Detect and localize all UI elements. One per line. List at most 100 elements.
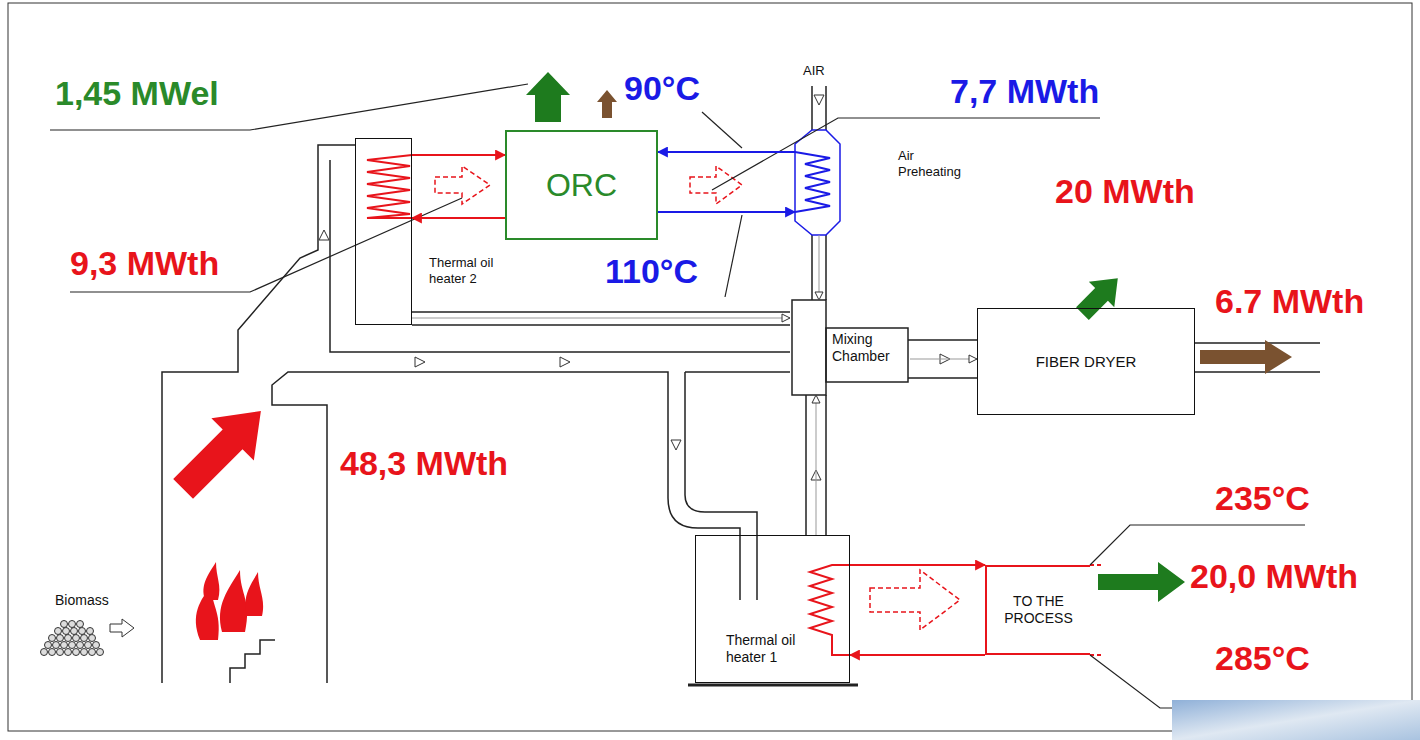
node-text: Mixing Chamber — [832, 331, 906, 365]
pellet — [49, 635, 56, 642]
temperature-value: 110°C — [605, 252, 698, 291]
pellet — [73, 635, 80, 642]
pipe-connector — [850, 654, 985, 656]
power-arrow — [526, 72, 570, 122]
pellet — [89, 635, 96, 642]
mixing-chamber: Mixing Chamber — [790, 300, 910, 395]
pellet — [45, 642, 52, 649]
pellet — [77, 621, 84, 628]
mixing-cylinder — [792, 300, 826, 395]
pipe-connector — [412, 217, 505, 219]
flame — [245, 572, 263, 616]
duct-wall — [412, 324, 790, 326]
pellet — [57, 649, 64, 656]
duct-wall — [812, 86, 826, 130]
duct-wall — [162, 145, 355, 683]
photo-fragment — [1172, 700, 1420, 740]
pellet — [93, 642, 100, 649]
heater-base — [688, 684, 858, 687]
duct-wall — [272, 372, 740, 683]
duct-wall — [812, 235, 826, 300]
pellet — [69, 621, 76, 628]
node-text: FIBER DRYER — [1036, 353, 1137, 371]
pellet — [69, 642, 76, 649]
heat-value: 20,0 MWth — [1190, 557, 1358, 596]
preheater-shell — [795, 130, 840, 235]
pellet — [85, 642, 92, 649]
duct-wall — [806, 395, 826, 535]
duct-wall — [412, 311, 790, 313]
heat-value: 9,3 MWth — [70, 244, 219, 283]
heat-input-arrow — [162, 390, 282, 510]
flue-gas-flow — [412, 318, 790, 319]
heat-arrow — [435, 166, 490, 204]
oil-coil — [367, 155, 412, 218]
pellet — [81, 635, 88, 642]
pellet — [41, 649, 48, 656]
pellet — [79, 628, 86, 635]
pipe-connector — [850, 564, 985, 566]
pipe-connector — [658, 151, 795, 153]
flue-gas-flow — [816, 395, 817, 535]
node-text: Thermal oil heater 1 — [726, 632, 804, 666]
pellet — [53, 642, 60, 649]
heat-value: 6.7 MWth — [1215, 282, 1364, 321]
water-coil — [795, 152, 830, 212]
heat-arrow — [690, 166, 742, 204]
flow-arrow — [814, 95, 824, 105]
air-preheater: Air Preheating — [795, 130, 840, 235]
exhaust-arrow — [597, 90, 617, 118]
pellet — [61, 642, 68, 649]
pellet — [89, 649, 96, 656]
heater-box: Thermal oil heater 1 — [695, 535, 850, 683]
duct-wall — [685, 371, 790, 373]
pellet — [87, 628, 94, 635]
oil-coil — [810, 565, 850, 655]
node-text: Thermal oil heater 2 — [429, 255, 509, 286]
flow-arrow — [560, 357, 570, 367]
leader-line — [725, 215, 742, 297]
flow-arrow — [415, 357, 425, 367]
inlet-name: AIR — [803, 64, 825, 79]
pellet — [97, 649, 104, 656]
pellet — [81, 649, 88, 656]
heat-output-arrow — [1098, 562, 1185, 602]
pipe-connector — [412, 154, 505, 156]
process-line — [1090, 654, 1104, 656]
flue-gas-flow — [910, 359, 977, 360]
pellet — [61, 621, 68, 628]
heat-value: 48,3 MWth — [340, 444, 508, 483]
temperature-value: 235°C — [1215, 479, 1310, 518]
flue-gas-flow — [819, 235, 820, 300]
fuel-name: Biomass — [55, 592, 109, 608]
pellet — [57, 635, 64, 642]
node-text: TO THE PROCESS — [1003, 593, 1075, 627]
pellet — [65, 649, 72, 656]
flow-arrow — [319, 230, 329, 240]
node-text: Air Preheating — [898, 148, 978, 179]
frame — [8, 3, 1412, 731]
pellet — [65, 635, 72, 642]
mixing-box — [826, 328, 908, 382]
pipe-connector — [658, 211, 795, 213]
pellet — [73, 649, 80, 656]
pellet — [71, 628, 78, 635]
duct-wall — [908, 340, 977, 378]
process-line — [1090, 564, 1104, 566]
leader-line — [70, 198, 462, 292]
heat-value: 20 MWth — [1055, 172, 1195, 211]
heat-output-arrow — [1070, 265, 1131, 326]
grate-steps — [230, 640, 275, 683]
temperature-value: 90°C — [624, 69, 700, 108]
pellet — [63, 628, 70, 635]
dryer-box: FIBER DRYER — [977, 308, 1195, 415]
leader-line — [712, 118, 1100, 190]
heat-arrow — [870, 570, 960, 630]
heater-box: Thermal oil heater 2 — [355, 138, 412, 325]
pellet — [49, 649, 56, 656]
pellet — [77, 642, 84, 649]
temperature-value: 285°C — [1215, 639, 1310, 678]
power-value: 1,45 MWel — [55, 74, 219, 113]
process-box: TO THE PROCESS — [985, 565, 1090, 655]
flame — [220, 570, 247, 632]
